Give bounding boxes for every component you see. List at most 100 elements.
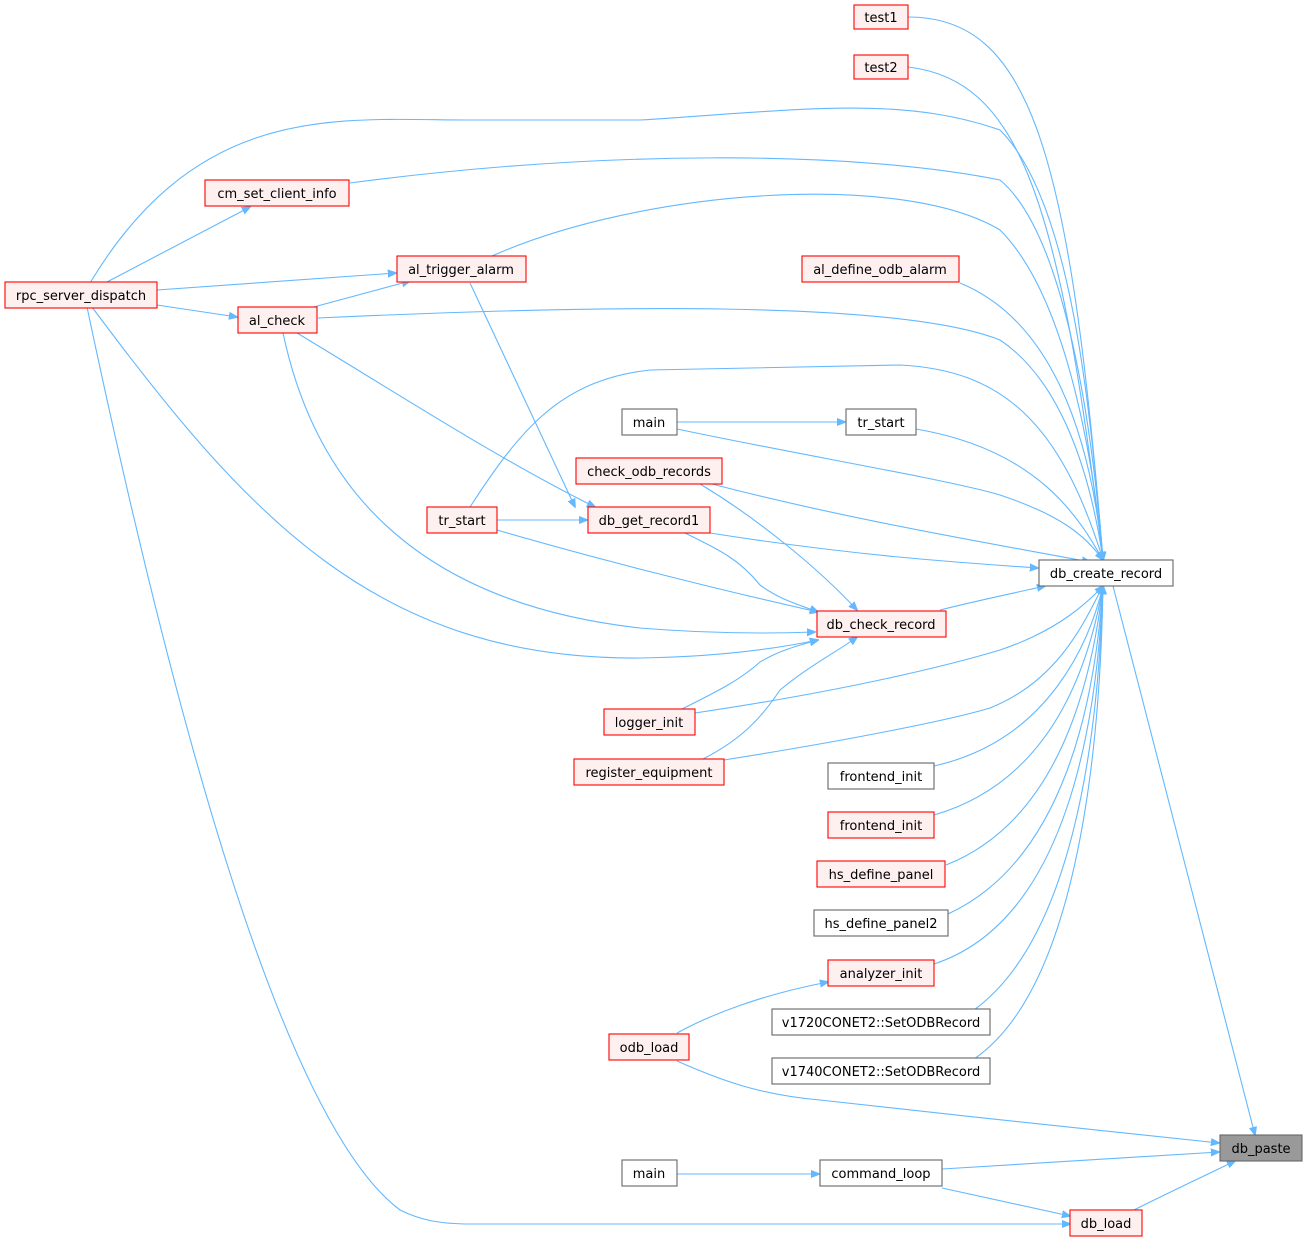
node-label: db_create_record — [1050, 567, 1162, 582]
node-label: main — [633, 1167, 665, 1182]
edge-db_get_record1-db_check_record — [684, 532, 818, 612]
edge-logger_init-db_check_record — [679, 640, 818, 711]
node-label: odb_load — [620, 1041, 679, 1056]
edge-rpc_server_dispatch-db_check_record — [91, 306, 818, 659]
edge-rpc_server_dispatch-cm_set_client_info — [104, 207, 250, 284]
node-label: rpc_server_dispatch — [16, 289, 146, 304]
node-check_odb_records[interactable]: check_odb_records — [575, 457, 723, 485]
edge-v1740-db_create_record — [973, 586, 1103, 1060]
edge-db_check_record-db_create_record — [939, 586, 1045, 611]
edge-test2-db_create_record — [907, 66, 1103, 560]
node-main-bottom[interactable]: main — [621, 1159, 678, 1187]
node-db_get_record1[interactable]: db_get_record1 — [587, 506, 711, 534]
edge-db_get_record1-db_create_record — [709, 532, 1038, 568]
node-al_trigger_alarm[interactable]: al_trigger_alarm — [396, 255, 527, 283]
edge-al_check-al_trigger_alarm — [309, 281, 410, 309]
node-label: frontend_init — [840, 819, 922, 834]
edge-main_top-db_create_record — [676, 428, 1103, 560]
nodes: test1 test2 cm_set_client_info rpc_serve… — [4, 4, 1303, 1237]
node-label: hs_define_panel — [829, 868, 934, 883]
edge-check_odb_records-db_create_record — [711, 483, 1090, 562]
edge-rpc_server_dispatch-db_create_record — [89, 107, 1103, 560]
node-label: check_odb_records — [587, 465, 711, 480]
node-db_create_record[interactable]: db_create_record — [1038, 559, 1174, 587]
node-label: al_define_odb_alarm — [813, 263, 947, 278]
node-hs_define_panel2[interactable]: hs_define_panel2 — [813, 909, 949, 937]
edge-tr_start_right-db_create_record — [915, 428, 1103, 560]
edge-al_check-db_check_record — [282, 332, 815, 633]
node-label: v1740CONET2::SetODBRecord — [782, 1065, 980, 1080]
edge-frontend_init_1-db_create_record — [933, 586, 1103, 767]
node-label: analyzer_init — [840, 967, 923, 982]
node-db_load[interactable]: db_load — [1069, 1209, 1143, 1237]
node-test2[interactable]: test2 — [853, 54, 909, 80]
node-label: command_loop — [831, 1167, 930, 1182]
edge-db_load-db_paste — [1131, 1161, 1235, 1212]
node-test1[interactable]: test1 — [853, 4, 909, 30]
edge-tr_start_left-db_check_record — [496, 529, 818, 612]
edge-odb_load-db_paste — [676, 1060, 1219, 1143]
edge-logger_init-db_create_record — [694, 586, 1103, 714]
node-analyzer_init[interactable]: analyzer_init — [827, 959, 935, 987]
node-odb_load[interactable]: odb_load — [608, 1033, 690, 1061]
node-tr_start-right[interactable]: tr_start — [845, 408, 917, 436]
edge-al_define_odb_alarm-db_create_record — [959, 282, 1103, 560]
node-tr_start-left[interactable]: tr_start — [426, 506, 498, 534]
node-label: db_load — [1081, 1217, 1132, 1232]
node-label: logger_init — [615, 716, 683, 731]
edge-register_equipment-db_check_record — [702, 637, 857, 760]
edge-al_check-db_get_record1 — [296, 332, 595, 507]
node-label: db_get_record1 — [599, 514, 700, 529]
edge-frontend_init_2-db_create_record — [933, 586, 1103, 816]
node-al_define_odb_alarm[interactable]: al_define_odb_alarm — [801, 255, 960, 283]
node-rpc_server_dispatch[interactable]: rpc_server_dispatch — [4, 281, 158, 309]
node-db_check_record[interactable]: db_check_record — [816, 610, 947, 638]
node-label: frontend_init — [840, 770, 922, 785]
edge-hs_define_panel2-db_create_record — [947, 586, 1103, 915]
node-label: db_check_record — [826, 618, 935, 633]
edge-rpc_server_dispatch-db_load — [86, 306, 1070, 1224]
node-cm_set_client_info[interactable]: cm_set_client_info — [204, 179, 350, 207]
edge-odb_load-analyzer_init — [676, 982, 828, 1034]
edge-command_loop-db_load — [941, 1187, 1070, 1216]
node-label: tr_start — [857, 416, 904, 431]
node-logger_init[interactable]: logger_init — [603, 708, 696, 736]
node-label: hs_define_panel2 — [824, 917, 937, 932]
node-command_loop[interactable]: command_loop — [819, 1159, 943, 1187]
node-v1740-setodbrecord[interactable]: v1740CONET2::SetODBRecord — [771, 1057, 991, 1085]
node-register_equipment[interactable]: register_equipment — [573, 758, 725, 786]
node-label: db_paste — [1231, 1142, 1290, 1157]
edge-check_odb_records-db_check_record — [699, 483, 857, 610]
edge-hs_define_panel-db_create_record — [945, 586, 1103, 866]
node-db_paste[interactable]: db_paste — [1219, 1134, 1303, 1162]
node-label: test1 — [864, 11, 897, 26]
edge-cm_set_client_info-db_create_record — [349, 157, 1103, 560]
edges — [86, 16, 1255, 1224]
edge-command_loop-db_paste — [941, 1152, 1219, 1170]
edge-al_trigger_alarm-db_get_record1 — [469, 282, 575, 507]
edge-test1-db_create_record — [907, 16, 1103, 560]
edge-v1720-db_create_record — [973, 586, 1103, 1011]
node-label: tr_start — [438, 514, 485, 529]
node-label: test2 — [864, 61, 897, 76]
node-label: cm_set_client_info — [217, 187, 336, 202]
node-frontend_init-1[interactable]: frontend_init — [827, 762, 935, 790]
node-frontend_init-2[interactable]: frontend_init — [827, 811, 935, 839]
node-label: al_check — [249, 314, 306, 329]
edge-rpc_server_dispatch-al_check — [156, 304, 237, 317]
node-al_check[interactable]: al_check — [237, 306, 318, 334]
node-label: al_trigger_alarm — [408, 263, 514, 278]
edge-al_trigger_alarm-db_create_record — [491, 193, 1103, 560]
edge-al_check-db_create_record — [317, 308, 1103, 560]
edge-register_equipment-db_create_record — [723, 586, 1103, 761]
edge-analyzer_init-db_create_record — [933, 586, 1103, 965]
node-label: main — [633, 416, 665, 431]
node-main-top[interactable]: main — [621, 408, 678, 436]
node-hs_define_panel[interactable]: hs_define_panel — [816, 860, 946, 888]
edge-db_create_record-db_paste — [1112, 585, 1255, 1135]
edge-tr_start_left-db_create_record — [469, 364, 1103, 560]
node-v1720-setodbrecord[interactable]: v1720CONET2::SetODBRecord — [771, 1008, 991, 1036]
edge-rpc_server_dispatch-al_trigger_alarm — [156, 273, 396, 291]
node-label: register_equipment — [586, 766, 713, 781]
